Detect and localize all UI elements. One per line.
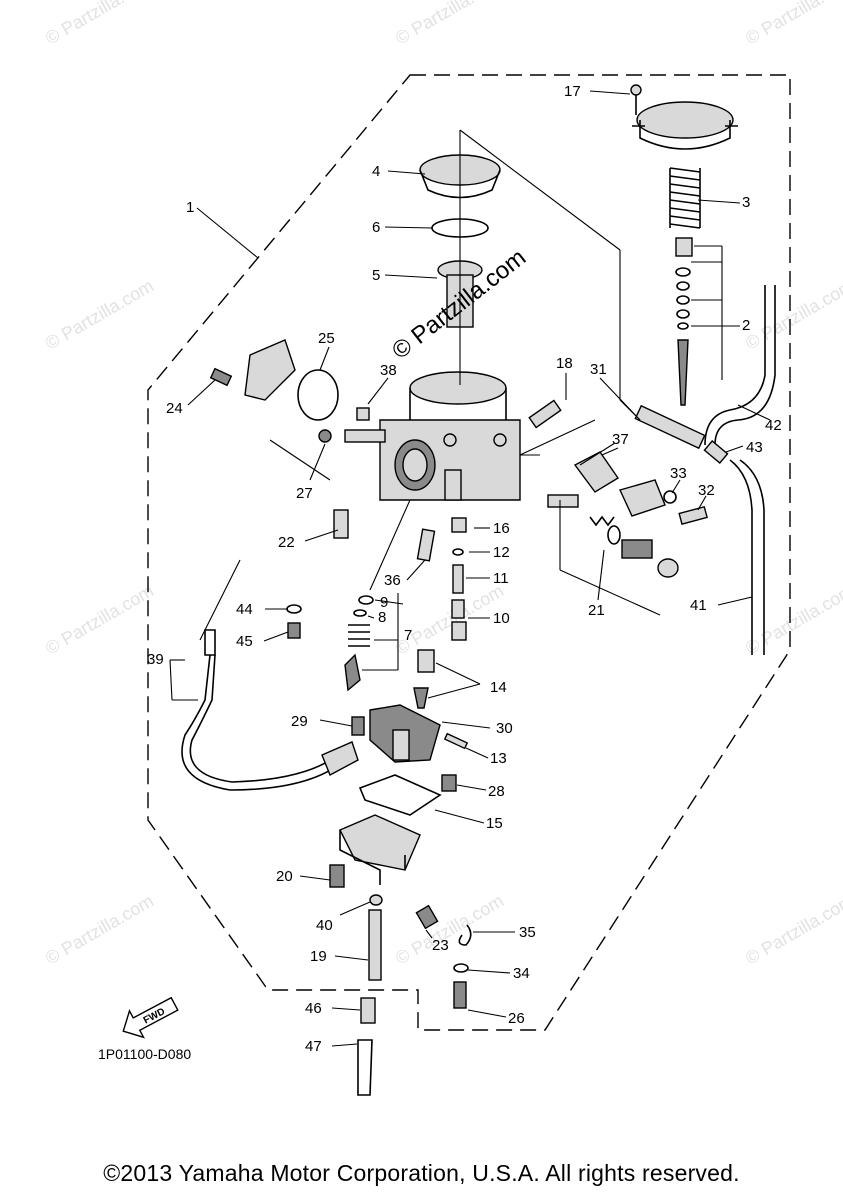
needle-set: [675, 237, 693, 406]
callout-2: 2: [742, 317, 750, 334]
callout-13: 13: [490, 750, 507, 767]
callout-3: 3: [742, 194, 750, 211]
callout-30: 30: [496, 720, 513, 737]
callout-25: 25: [318, 330, 335, 347]
jet-stack: [333, 509, 467, 641]
callout-35: 35: [519, 924, 536, 941]
callout-22: 22: [278, 534, 295, 551]
watermark: © Partzilla.com: [742, 890, 843, 968]
watermark: © Partzilla.com: [42, 580, 157, 658]
callout-20: 20: [276, 868, 293, 885]
callout-16: 16: [493, 520, 510, 537]
callout-6: 6: [372, 219, 380, 236]
callout-24: 24: [166, 400, 183, 417]
callout-34: 34: [513, 965, 530, 982]
callout-46: 46: [305, 1000, 322, 1017]
callout-15: 15: [486, 815, 503, 832]
callout-11: 11: [493, 570, 509, 587]
callout-44: 44: [236, 601, 253, 618]
watermark: © Partzilla.com: [392, 0, 507, 48]
callout-36: 36: [384, 572, 401, 589]
callout-4: 4: [372, 163, 380, 180]
callout-5: 5: [372, 267, 380, 284]
watermark: © Partzilla.com: [42, 275, 157, 353]
callout-29: 29: [291, 713, 308, 730]
callout-21: 21: [588, 602, 605, 619]
gasket-and-screws: [209, 339, 370, 443]
carburetor-body: [344, 371, 521, 501]
callout-31: 31: [590, 361, 607, 378]
callout-labels: 1 2 3 4 5 6 7 8 9 10 11 12 13 14 15 16 1…: [147, 83, 782, 1055]
callout-42: 42: [765, 417, 782, 434]
watermark: © Partzilla.com: [742, 580, 843, 658]
watermark: © Partzilla.com: [392, 580, 507, 658]
callout-23: 23: [432, 937, 449, 954]
needle-valve-parts: [286, 595, 374, 692]
float-needle: [413, 649, 435, 709]
callout-12: 12: [493, 544, 510, 561]
callout-26: 26: [508, 1010, 525, 1027]
callout-14: 14: [490, 679, 507, 696]
callout-10: 10: [493, 610, 510, 627]
callout-8: 8: [378, 609, 386, 626]
copyright-footer: ©2013 Yamaha Motor Corporation, U.S.A. A…: [103, 1160, 740, 1186]
pilot-screw-and-rod: [528, 399, 706, 450]
callout-17: 17: [564, 83, 581, 100]
callout-9: 9: [380, 594, 388, 611]
callout-45: 45: [236, 633, 253, 650]
throttle-cable: [181, 629, 359, 791]
watermark: © Partzilla.com: [392, 890, 507, 968]
watermark: © Partzilla.com: [42, 890, 157, 968]
hoses: [703, 285, 776, 655]
watermark: © Partzilla.com: [742, 0, 843, 48]
callout-27: 27: [296, 485, 313, 502]
callout-19: 19: [310, 948, 327, 965]
drawing-code: 1P01100-D080: [98, 1046, 192, 1062]
callout-32: 32: [698, 482, 715, 499]
throttle-spring: [669, 167, 701, 229]
callout-28: 28: [488, 783, 505, 800]
leader-lines: [169, 90, 771, 1047]
callout-18: 18: [556, 355, 573, 372]
float-bowl: [329, 814, 421, 888]
assembly-boundary: [147, 74, 791, 1031]
float-assembly: [351, 704, 469, 816]
drain-parts: [357, 894, 472, 1096]
top-cover: [630, 84, 738, 150]
callout-7: 7: [404, 627, 412, 644]
callout-43: 43: [746, 439, 763, 456]
callout-38: 38: [380, 362, 397, 379]
callout-47: 47: [305, 1038, 322, 1055]
callout-39: 39: [147, 651, 164, 668]
watermark: © Partzilla.com: [42, 0, 157, 48]
callout-1: 1: [186, 199, 194, 216]
callout-40: 40: [316, 917, 333, 934]
fwd-arrow-icon: FWD: [122, 996, 179, 1039]
watermark: © Partzilla.com: [742, 275, 843, 353]
callout-37: 37: [612, 431, 629, 448]
callout-33: 33: [670, 465, 687, 482]
fwd-label: FWD: [142, 1006, 167, 1026]
callout-41: 41: [690, 597, 707, 614]
